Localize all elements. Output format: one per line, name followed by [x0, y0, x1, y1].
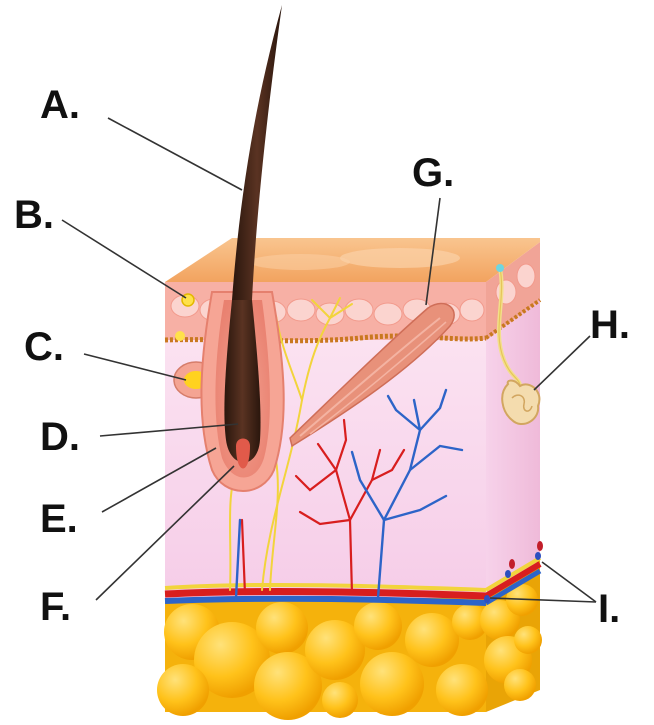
label-a: A. — [40, 83, 80, 127]
skin-surface — [165, 238, 540, 282]
leader-line-a — [108, 118, 242, 190]
label-i: I. — [598, 587, 620, 631]
leader-line-i-1 — [542, 562, 596, 602]
label-g: G. — [412, 151, 454, 195]
label-b: B. — [14, 193, 54, 237]
label-d: D. — [40, 415, 80, 459]
label-h: H. — [590, 303, 630, 347]
leader-line-h — [534, 336, 590, 390]
leader-line-b — [62, 220, 186, 298]
label-f: F. — [40, 585, 71, 629]
hair-follicle — [201, 292, 283, 491]
label-c: C. — [24, 325, 64, 369]
label-e: E. — [40, 497, 78, 541]
